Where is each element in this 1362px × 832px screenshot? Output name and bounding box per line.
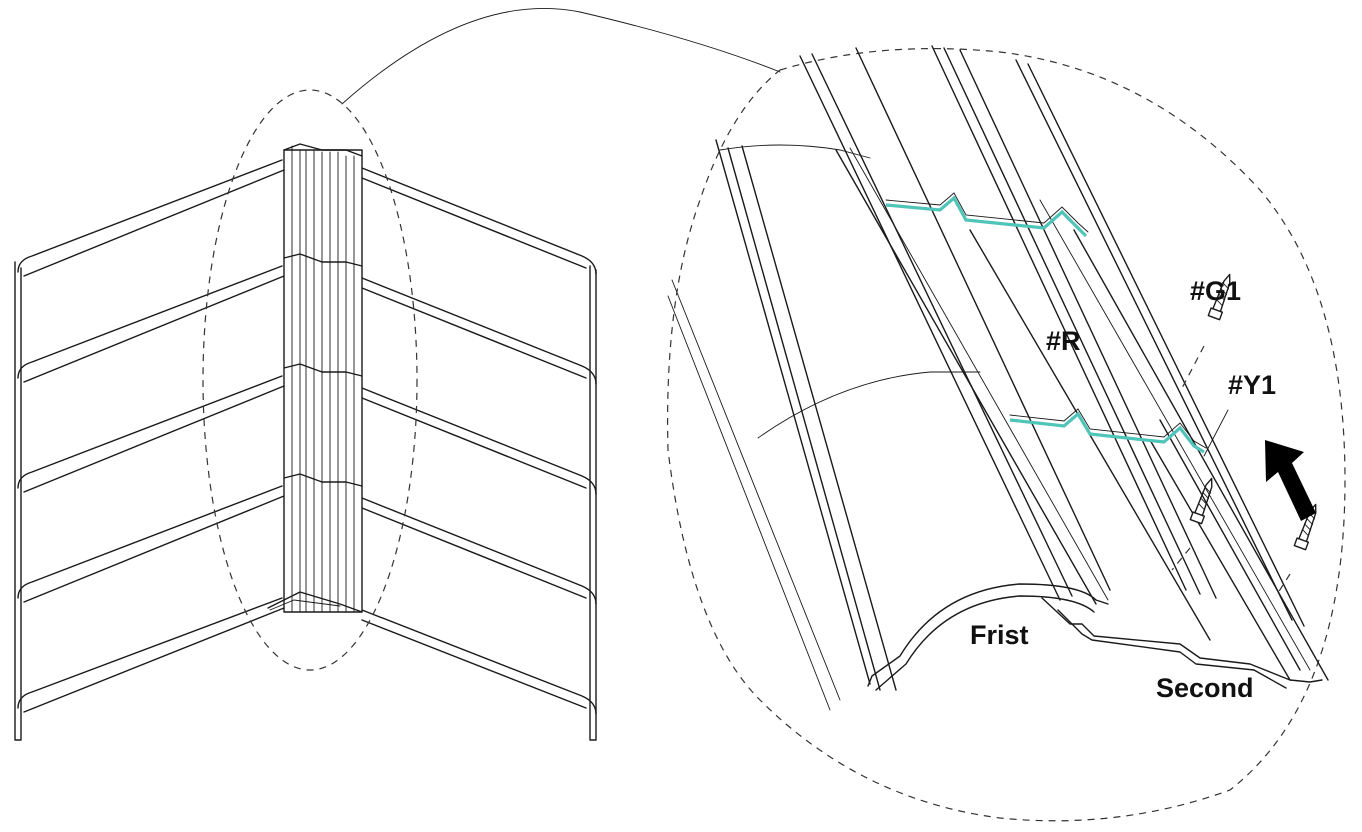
detail-leader-line bbox=[341, 8, 781, 105]
upper-seal-tape bbox=[885, 195, 1088, 238]
corner-post bbox=[267, 143, 363, 613]
second-panel-end-profile bbox=[1041, 597, 1323, 683]
lower-seal-tape bbox=[1009, 411, 1205, 454]
first-panel-end-profile bbox=[867, 583, 1109, 687]
screw-top bbox=[1207, 273, 1231, 321]
label-second-panel: Second bbox=[1156, 673, 1254, 703]
label-part-y1: #Y1 bbox=[1228, 370, 1276, 400]
label-first-panel: Frist bbox=[970, 620, 1029, 650]
label-part-g1: #G1 bbox=[1190, 276, 1241, 306]
right-wing-rails bbox=[361, 167, 597, 741]
arrow-up-left-icon bbox=[1265, 440, 1316, 521]
detail-boundary bbox=[667, 47, 1346, 822]
sealing-tape-strips bbox=[885, 192, 1207, 454]
self-drilling-screw-icon bbox=[1171, 273, 1317, 597]
screw-right bbox=[1293, 503, 1317, 551]
left-wing-rails bbox=[14, 159, 285, 741]
label-part-r: #R bbox=[1046, 326, 1081, 356]
detail-view: #R #G1 #Y1 Frist Second bbox=[667, 45, 1346, 822]
screw-middle bbox=[1189, 477, 1213, 525]
y1-leader bbox=[1203, 409, 1229, 457]
detail-highlight-ellipse bbox=[202, 89, 418, 671]
corner-frame-overview bbox=[14, 89, 597, 741]
